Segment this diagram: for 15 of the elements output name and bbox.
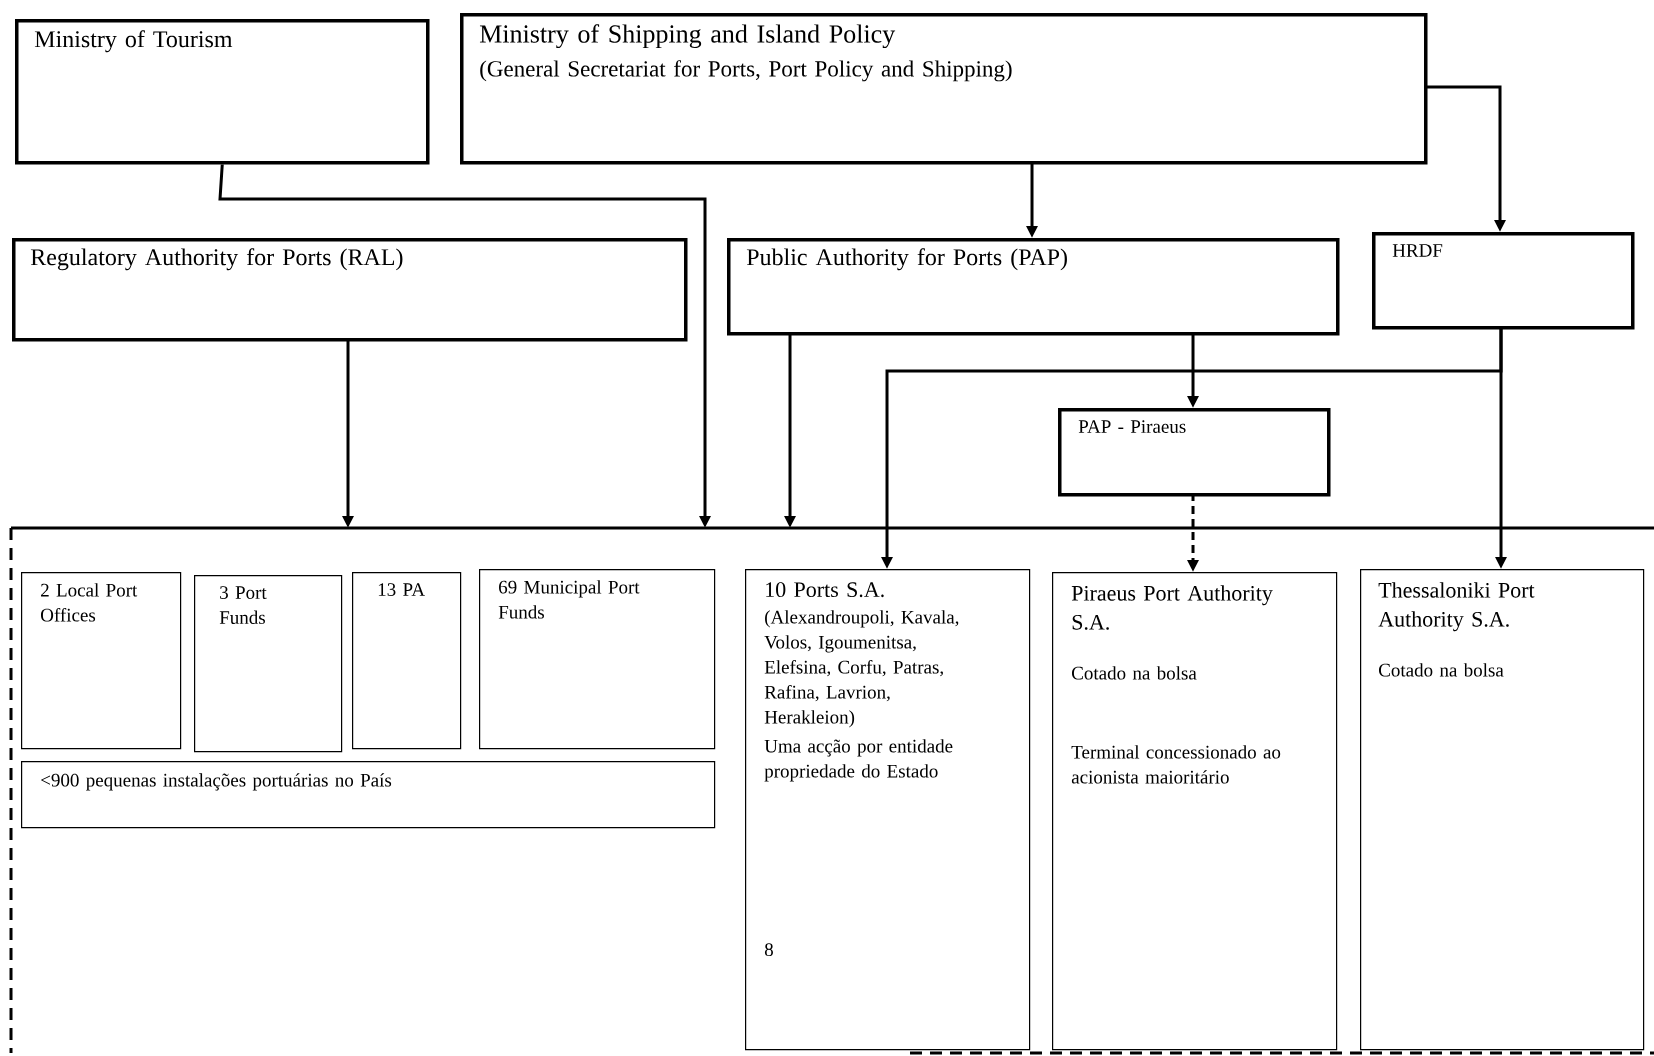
port-box: Piraeus Port Authority S.A. Cotado na bolsa Terminal concessionado ao acionista maioritário <box>1052 572 1338 1051</box>
authority-box: Regulatory Authority for Ports (RAL) <box>12 238 688 342</box>
port-box: 3 Port Funds <box>194 575 343 753</box>
port-box: 13 PA <box>352 572 462 750</box>
port-box: 2 Local Port Offices <box>21 572 182 750</box>
ministry-box: Ministry of Tourism <box>15 19 430 165</box>
port-region <box>9 526 1654 1055</box>
ministry-box: Ministry of Shipping and Island Policy (General Secretariat for Ports, Port Policy and Shipping) <box>460 13 1428 165</box>
authority-box: Public Authority for Ports (PAP) <box>727 238 1340 336</box>
port-box: 69 Municipal Port Funds <box>479 569 716 750</box>
port-box: Thessaloniki Port Authority S.A. Cotado na bolsa <box>1360 569 1645 1051</box>
authority-box: HRDF <box>1372 232 1635 330</box>
port-box: 10 Ports S.A. (Alexandroupoli, Kavala, Volos, Igoumenitsa, Elefsina, Corfu, Patras, Rafina, Lavrion, Herakleion) Uma acção por entidade propriedade do Estado 8 <box>745 569 1031 1051</box>
port-box: <900 pequenas instalações portuárias no País <box>21 761 716 829</box>
authority-box: PAP - Piraeus <box>1058 408 1331 497</box>
